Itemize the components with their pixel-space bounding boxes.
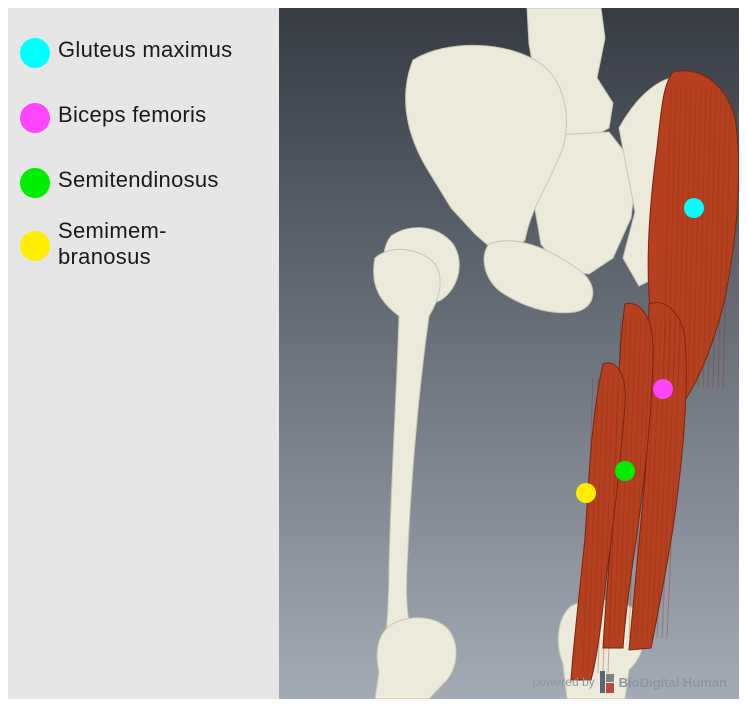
legend-dot-semitendinosus bbox=[20, 168, 50, 198]
figure-frame: Gluteus maximus Biceps femoris Semitendi… bbox=[8, 8, 739, 699]
legend-item-semimembranosus: Semimem- branosus bbox=[20, 218, 263, 270]
legend-label-gluteus-maximus: Gluteus maximus bbox=[58, 37, 263, 63]
legend-label-semimembranosus: Semimem- branosus bbox=[58, 218, 263, 270]
legend-dot-biceps-femoris bbox=[20, 103, 50, 133]
watermark: powered by BioDigital Human bbox=[533, 671, 727, 693]
marker-gluteus-maximus bbox=[684, 198, 704, 218]
legend-label-semitendinosus: Semitendinosus bbox=[58, 167, 263, 193]
legend-panel: Gluteus maximus Biceps femoris Semitendi… bbox=[8, 8, 279, 699]
marker-semimembranosus bbox=[576, 483, 596, 503]
legend-item-gluteus-maximus: Gluteus maximus bbox=[20, 37, 263, 68]
legend-item-semitendinosus: Semitendinosus bbox=[20, 167, 263, 198]
watermark-prefix: powered by bbox=[533, 675, 595, 689]
anatomy-viewer: powered by BioDigital Human bbox=[279, 8, 739, 699]
legend-dot-semimembranosus bbox=[20, 231, 50, 261]
biodigital-logo-icon bbox=[600, 671, 614, 693]
anatomy-illustration bbox=[279, 8, 739, 699]
marker-biceps-femoris bbox=[653, 379, 673, 399]
legend-item-biceps-femoris: Biceps femoris bbox=[20, 102, 263, 133]
marker-semitendinosus bbox=[615, 461, 635, 481]
watermark-brand: BioDigital Human bbox=[619, 675, 727, 690]
legend-label-biceps-femoris: Biceps femoris bbox=[58, 102, 263, 128]
legend-dot-gluteus-maximus bbox=[20, 38, 50, 68]
